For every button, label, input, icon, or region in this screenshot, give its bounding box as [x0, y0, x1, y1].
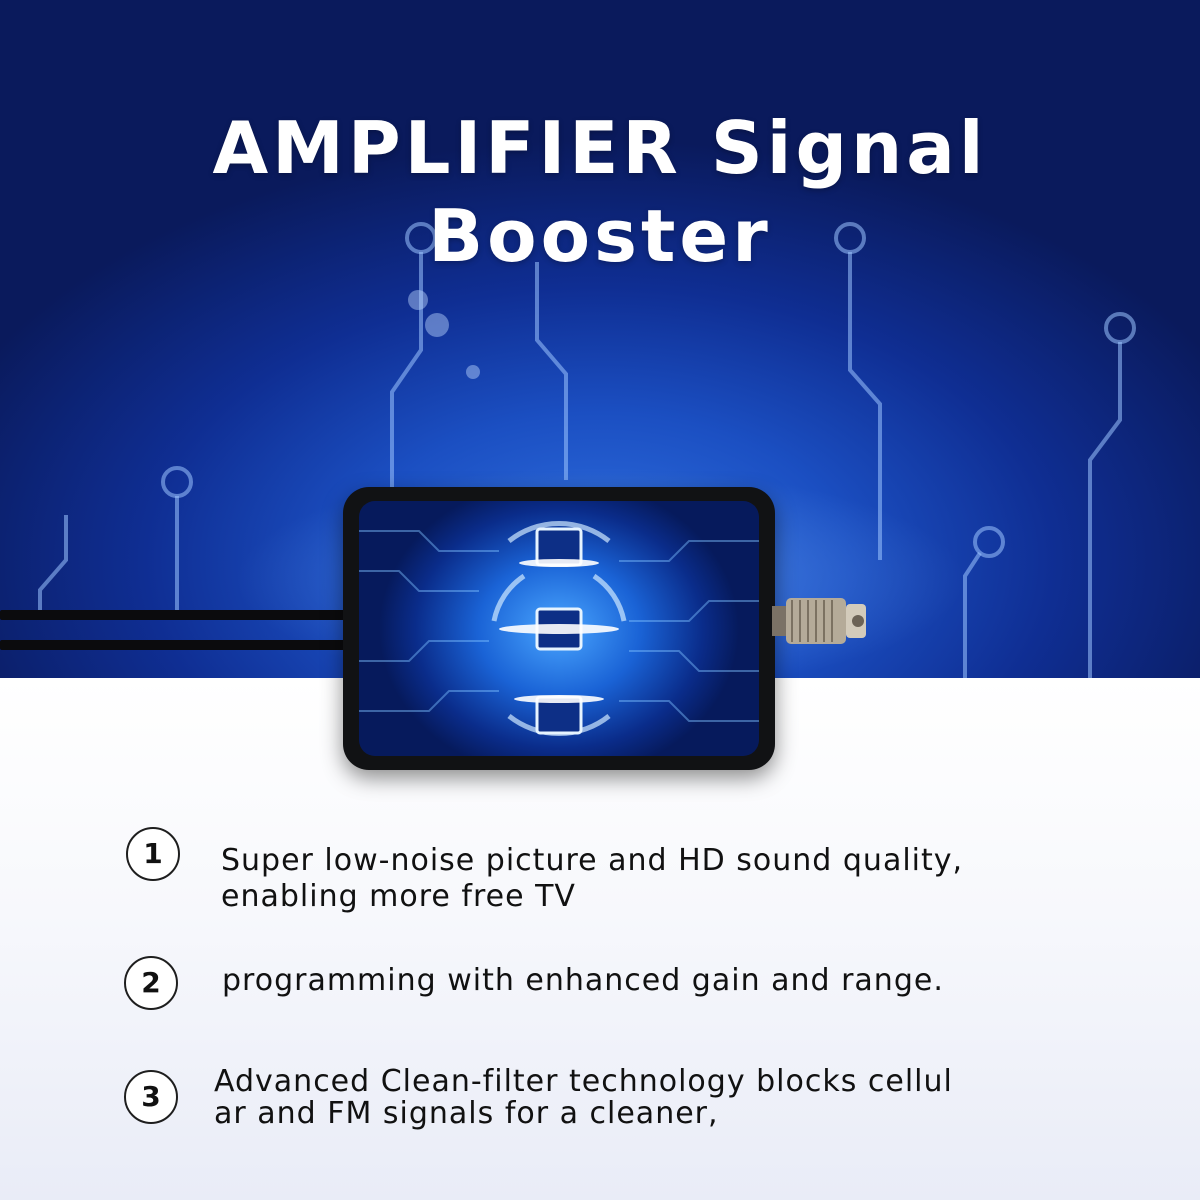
cable-bottom — [0, 640, 360, 650]
device-circuit-screen — [359, 501, 759, 756]
feature-line: ar and FM signals for a cleaner, — [214, 1096, 719, 1131]
connector-icon — [772, 598, 866, 644]
feature-text: programming with enhanced gain and range… — [222, 963, 944, 999]
cable-top — [0, 610, 360, 620]
feature-text: Advanced Clean-filter technology blocks … — [214, 1066, 953, 1130]
feature-line: enabling more free TV — [221, 879, 576, 914]
feature-line: Advanced Clean-filter technology blocks … — [214, 1064, 953, 1099]
amplifier-device — [343, 487, 775, 770]
feature-line: Super low-noise picture and HD sound qua… — [221, 843, 964, 878]
feature-number-badge: 3 — [124, 1070, 178, 1124]
title-line-2: Booster — [428, 194, 772, 278]
feature-text: Super low-noise picture and HD sound qua… — [221, 843, 963, 915]
circuit-lines-graphic — [38, 222, 1136, 678]
title-line-1: AMPLIFIER Signal — [212, 106, 988, 190]
feature-number-badge: 1 — [126, 827, 180, 881]
page-title: AMPLIFIER Signal Booster — [0, 104, 1200, 280]
feature-line: programming with enhanced gain and range… — [222, 963, 944, 998]
feature-number-badge: 2 — [124, 956, 178, 1010]
chip-graphic — [359, 521, 759, 736]
